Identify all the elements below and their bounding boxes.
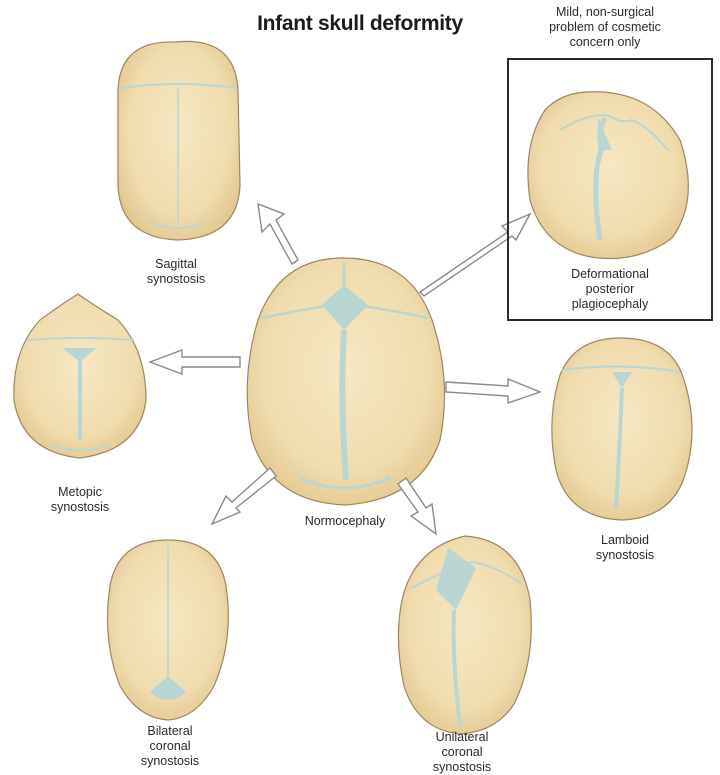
highlight-box — [507, 58, 713, 321]
normocephaly-skull — [246, 257, 446, 506]
label-lamboid: Lamboid synostosis — [595, 533, 655, 562]
deformational-skull — [527, 91, 689, 260]
label-bilateral: Bilateral coronal synostosis — [140, 724, 200, 768]
arrow-to-lamboid — [445, 377, 542, 404]
metopic-skull — [13, 293, 147, 459]
arrow-to-metopic — [148, 348, 241, 376]
arrow-to-unilateral — [397, 476, 437, 536]
diagram-title: Infant skull deformity — [257, 12, 463, 35]
label-deformational: Deformational posterior plagiocephaly — [571, 267, 649, 311]
arrow-to-sagittal — [257, 202, 299, 266]
label-sagittal: Sagittal synostosis — [146, 257, 206, 286]
sagittal-skull — [117, 40, 241, 241]
bilateral-skull — [106, 539, 229, 721]
cosmetic-note: Mild, non-surgical problem of cosmetic c… — [549, 5, 661, 49]
lamboid-skull — [551, 337, 693, 521]
arrow-to-bilateral — [210, 466, 277, 526]
label-unilateral: Unilateral coronal synostosis — [432, 730, 492, 774]
label-normocephaly: Normocephaly — [304, 514, 386, 528]
label-metopic: Metopic synostosis — [50, 485, 110, 514]
unilateral-skull — [397, 535, 532, 735]
